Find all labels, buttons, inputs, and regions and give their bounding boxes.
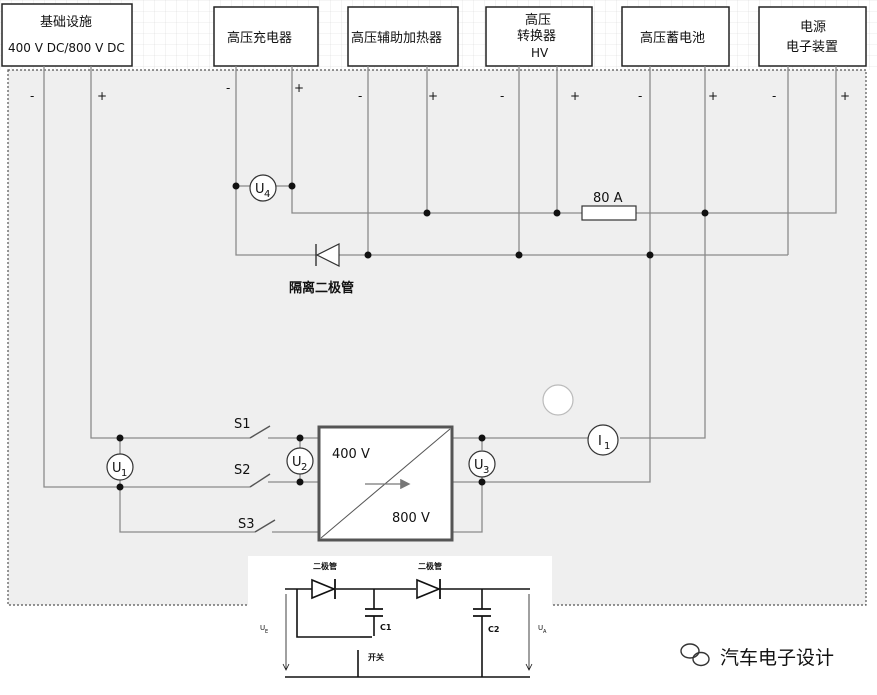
isolation-diode: 隔离二极管 bbox=[289, 243, 354, 296]
watermark-text: 汽车电子设计 bbox=[720, 647, 834, 669]
inset-ua-subscript: A bbox=[543, 629, 547, 635]
inset-ue-subscript: E bbox=[265, 629, 268, 635]
polarity-plus: + bbox=[570, 89, 580, 103]
isolation-diode-label: 隔离二极管 bbox=[289, 280, 354, 296]
wechat-icon bbox=[680, 643, 710, 667]
blank-circle-marker bbox=[542, 384, 574, 416]
meter-i1-subscript: 1 bbox=[604, 441, 610, 452]
polarity-plus: + bbox=[294, 81, 304, 95]
inset-c2-label: C2 bbox=[488, 625, 499, 634]
block-hv-aux-heater: 高压辅助加热器 bbox=[347, 6, 459, 67]
meter-u1-subscript: 1 bbox=[121, 468, 127, 479]
meter-u1: U 1 bbox=[106, 453, 134, 481]
meter-u2-label: U bbox=[292, 455, 302, 470]
switch-s2-label: S2 bbox=[234, 463, 251, 478]
junction-dots bbox=[116, 182, 709, 491]
meter-u4: U 4 bbox=[249, 174, 277, 202]
polarity-plus: + bbox=[97, 89, 107, 103]
block-infrastructure: 基础设施 400 V DC/800 V DC bbox=[1, 3, 133, 67]
hv-converter-line1: 高压 bbox=[525, 12, 551, 28]
converter-input-label: 400 V bbox=[332, 447, 370, 462]
meter-i1-label: I bbox=[598, 434, 602, 449]
polarity-plus: + bbox=[708, 89, 718, 103]
fuse-80a: 80 A bbox=[581, 191, 637, 221]
meter-u3: U 3 bbox=[468, 450, 496, 478]
switch-s1-label: S1 bbox=[234, 417, 251, 432]
inset-ua-label: U bbox=[538, 624, 543, 632]
hv-aux-heater-label: 高压辅助加热器 bbox=[351, 30, 442, 46]
meter-u2-subscript: 2 bbox=[301, 462, 307, 473]
inset-c1-label: C1 bbox=[380, 623, 392, 632]
hv-charger-label: 高压充电器 bbox=[227, 30, 292, 46]
inset-schematic: 二极管 二极管 C1 开关 C2 U E U A bbox=[248, 556, 552, 695]
switch-s3-label: S3 bbox=[238, 517, 255, 532]
converter-output-label: 800 V bbox=[392, 511, 430, 526]
polarity-minus: - bbox=[500, 89, 504, 103]
wiring bbox=[43, 66, 837, 533]
block-power-electronics: 电源 电子装置 bbox=[758, 6, 867, 67]
polarity-minus: - bbox=[638, 89, 642, 103]
power-electronics-line2: 电子装置 bbox=[786, 40, 838, 55]
switch-s2: S2 bbox=[234, 463, 271, 488]
infrastructure-title: 基础设施 bbox=[40, 15, 92, 30]
infrastructure-voltage: 400 V DC/800 V DC bbox=[8, 41, 125, 55]
meter-u4-label: U bbox=[255, 182, 265, 197]
polarity-minus: - bbox=[226, 81, 230, 95]
meter-u1-label: U bbox=[112, 461, 122, 476]
hv-battery-label: 高压蓄电池 bbox=[640, 30, 705, 46]
hv-converter-line2: 转换器 bbox=[517, 29, 556, 44]
inset-ue-label: U bbox=[260, 624, 265, 632]
meter-u2: U 2 bbox=[286, 447, 314, 475]
polarity-marks: - + - + - + - + - + - + bbox=[30, 81, 850, 103]
hv-converter-line3: HV bbox=[531, 46, 549, 60]
power-electronics-line1: 电源 bbox=[800, 20, 826, 35]
polarity-minus: - bbox=[30, 89, 34, 103]
polarity-minus: - bbox=[772, 89, 776, 103]
meter-u3-label: U bbox=[474, 458, 484, 473]
switch-s3: S3 bbox=[238, 517, 276, 533]
watermark: 汽车电子设计 bbox=[680, 643, 834, 669]
polarity-plus: + bbox=[428, 89, 438, 103]
inset-diode2-label: 二极管 bbox=[418, 561, 442, 571]
block-hv-battery: 高压蓄电池 bbox=[621, 6, 730, 67]
polarity-plus: + bbox=[840, 89, 850, 103]
meter-i1: I 1 bbox=[587, 424, 619, 456]
block-hv-charger: 高压充电器 bbox=[213, 6, 319, 67]
switch-s1: S1 bbox=[234, 417, 271, 439]
fuse-label: 80 A bbox=[593, 191, 623, 206]
dcdc-converter-box: 400 V 800 V bbox=[317, 425, 454, 542]
polarity-minus: - bbox=[358, 89, 362, 103]
inset-diode1-label: 二极管 bbox=[313, 561, 337, 571]
meter-u4-subscript: 4 bbox=[264, 189, 270, 200]
meter-u3-subscript: 3 bbox=[483, 465, 489, 476]
inset-switch-label: 开关 bbox=[368, 652, 384, 662]
block-hv-converter: 高压 转换器 HV bbox=[485, 6, 593, 67]
